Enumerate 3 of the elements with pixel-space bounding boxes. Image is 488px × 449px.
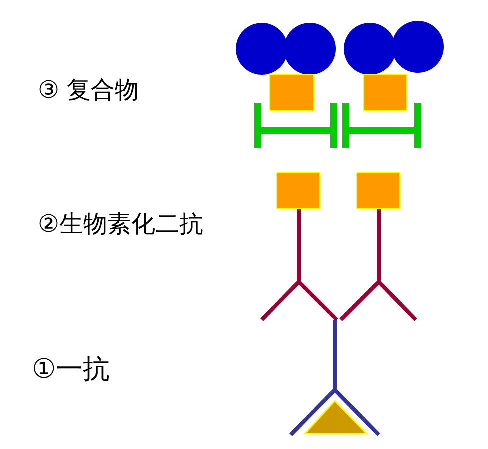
step-label: ②生物素化二抗 — [38, 212, 204, 236]
step-label: ③ 复合物 — [38, 78, 140, 102]
step-label: ①一抗 — [32, 356, 110, 383]
